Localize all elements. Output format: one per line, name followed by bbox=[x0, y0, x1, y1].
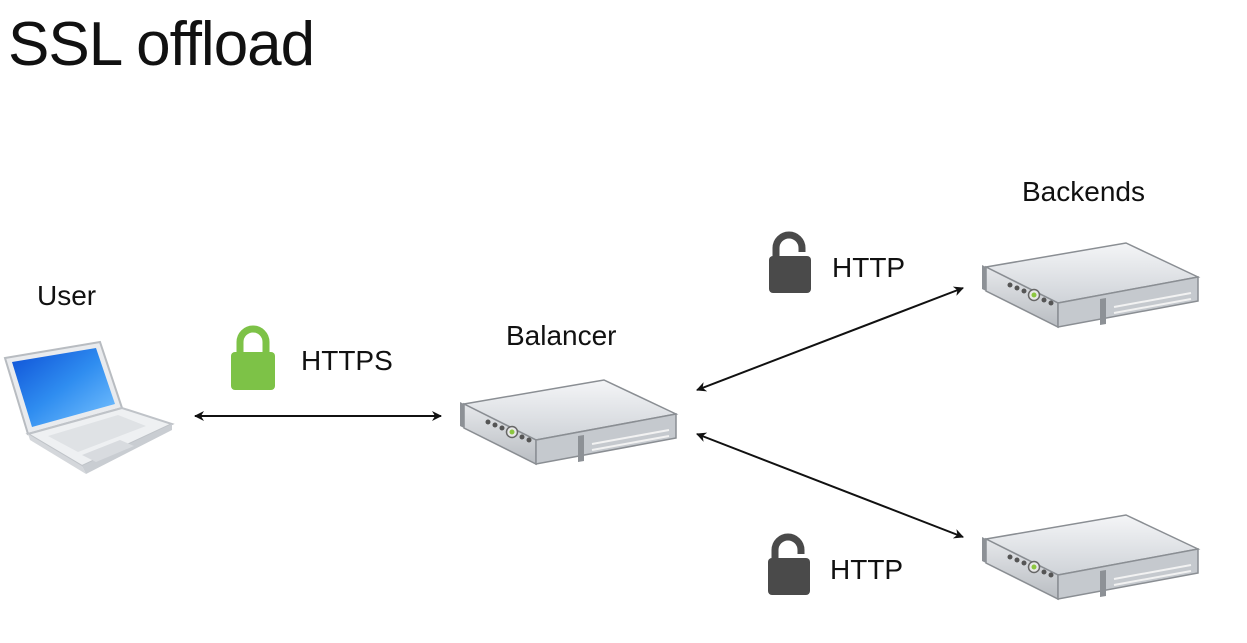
slide-title: SSL offload bbox=[8, 10, 315, 79]
user-label: User bbox=[37, 280, 97, 311]
http-label-bottom: HTTP bbox=[830, 554, 904, 585]
balancer-label: Balancer bbox=[506, 320, 617, 351]
open-lock-icon bbox=[769, 231, 811, 293]
backend-server-top-icon bbox=[981, 242, 1199, 328]
arrow-balancer-backend-top bbox=[696, 286, 964, 392]
backends-label: Backends bbox=[1022, 176, 1145, 207]
arrow-balancer-backend-bottom bbox=[696, 432, 964, 539]
backend-server-bottom-icon bbox=[981, 514, 1199, 600]
open-lock-icon bbox=[768, 533, 810, 595]
balancer-server-icon bbox=[459, 379, 677, 465]
closed-lock-icon bbox=[231, 325, 275, 390]
http-label-top: HTTP bbox=[832, 252, 906, 283]
laptop-icon bbox=[3, 340, 175, 474]
https-label: HTTPS bbox=[301, 345, 393, 376]
